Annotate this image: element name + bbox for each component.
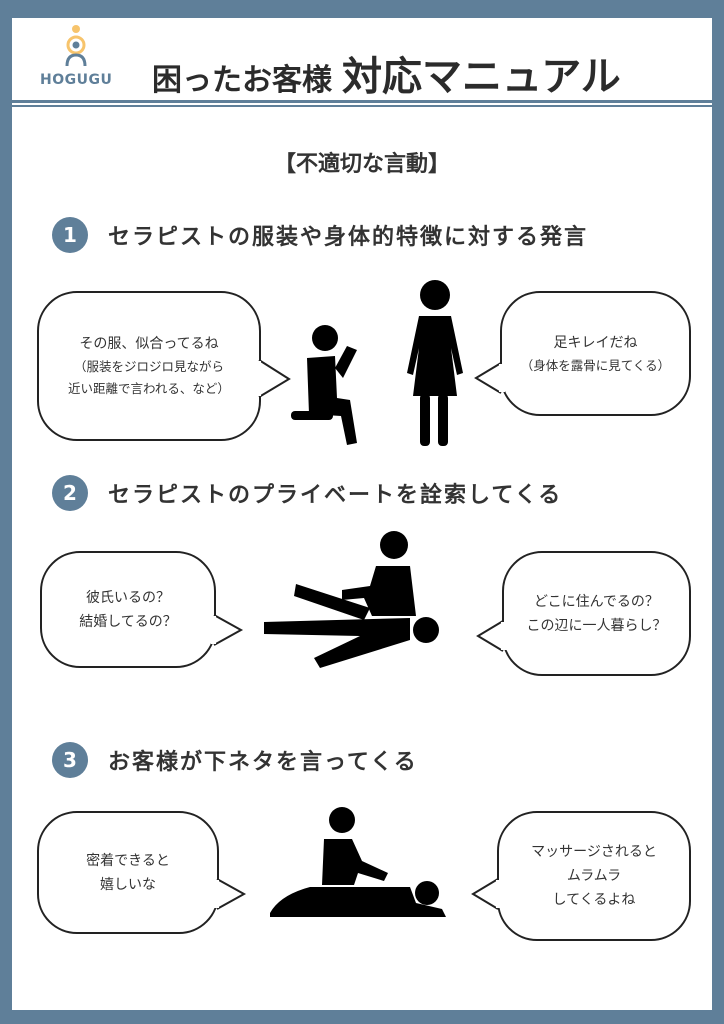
speech-bubble-right: マッサージされるとムラムラしてくるよね [497, 811, 691, 941]
section-title: セラピストの服装や身体的特徴に対する発言 [108, 225, 589, 250]
bubble-text: どこに住んでるの？ [534, 593, 659, 610]
section-number: 1 [52, 217, 88, 253]
bubble-text: その服、似合ってるね [79, 336, 219, 352]
bubble-text: （身体を露骨に見てくる） [520, 357, 671, 373]
header-divider [12, 105, 712, 107]
bubble-text: 嬉しいな [100, 876, 156, 893]
speech-bubble-left: その服、似合ってるね （服装をジロジロ見ながら近い距離で言われる、など） [37, 291, 261, 441]
speech-bubble-right: 足キレイだね （身体を露骨に見てくる） [500, 291, 691, 416]
speech-bubble-left: 密着できると嬉しいな [37, 811, 219, 934]
title-prefix: 困ったお客様 [152, 63, 332, 98]
section-heading-1: 1 セラピストの服装や身体的特徴に対する発言 [52, 217, 588, 253]
category-heading: 【不適切な言動】 [273, 152, 450, 177]
section-title: セラピストのプライベートを詮索してくる [108, 483, 563, 508]
page-title: 困ったお客様対応マニュアル [152, 44, 621, 102]
bubble-text: 彼氏いるの？ [86, 589, 170, 606]
bubble-text: マッサージされると [531, 844, 657, 860]
bubble-text: してくるよね [552, 892, 636, 908]
back-massage-pictogram [270, 807, 446, 917]
bubble-text: （服装をジロジロ見ながら [73, 359, 224, 374]
speech-bubble-right: どこに住んでるの？ この辺に一人暮らし？ [502, 551, 691, 676]
bubble-text: 近い距離で言われる、など） [68, 381, 230, 396]
bubble-text: 足キレイだね [553, 334, 638, 351]
bubble-tail [471, 878, 502, 910]
bubble-text: この辺に一人暮らし？ [526, 617, 667, 634]
section-number: 3 [52, 742, 88, 778]
bubble-tail [211, 614, 244, 646]
bubble-text: 密着できると [86, 852, 170, 869]
section-heading-3: 3 お客様が下ネタを言ってくる [52, 742, 418, 778]
logo-person-icon [65, 25, 87, 67]
seated-man-and-standing-woman-pictogram [291, 280, 463, 446]
hogugu-logo: HOGUGU [40, 22, 112, 92]
massage-pictogram [264, 531, 439, 668]
header-divider [12, 100, 712, 103]
bubble-tail [214, 878, 247, 910]
section-number: 2 [52, 475, 88, 511]
section-heading-2: 2 セラピストのプライベートを詮索してくる [52, 475, 562, 511]
section-title: お客様が下ネタを言ってくる [108, 750, 418, 775]
logo-text: HOGUGU [40, 72, 113, 88]
bubble-tail [476, 620, 507, 652]
bubble-text: 結婚してるの？ [79, 613, 177, 630]
speech-bubble-left: 彼氏いるの？ 結婚してるの？ [40, 551, 216, 668]
title-main: 対応マニュアル [342, 54, 621, 100]
bubble-tail [256, 359, 291, 398]
bubble-tail [474, 362, 505, 394]
bubble-text: ムラムラ [566, 868, 622, 884]
